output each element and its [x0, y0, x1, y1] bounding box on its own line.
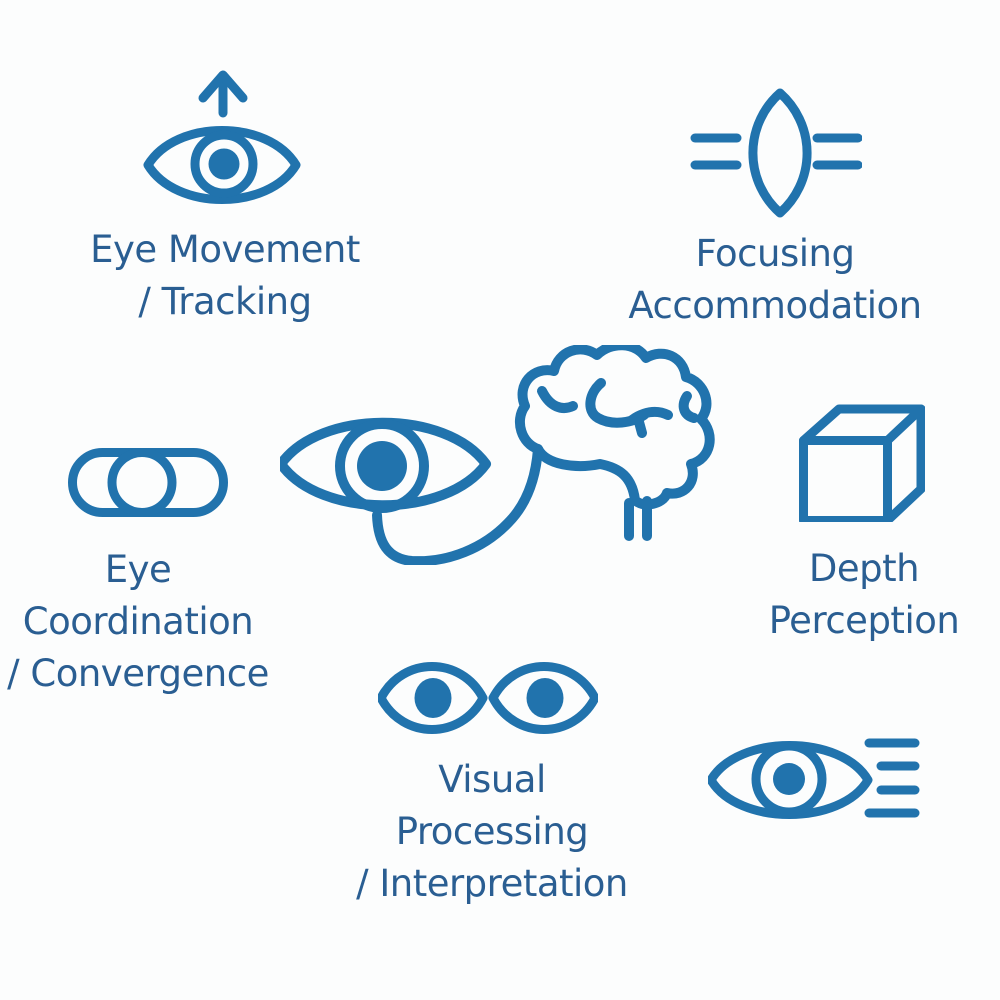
- visual-processing-line-1: Visual: [438, 758, 546, 801]
- eye-movement-node: [142, 64, 302, 210]
- optic-nerve: [372, 444, 543, 565]
- eye-movement-line-2: / Tracking: [138, 280, 312, 323]
- cube-front-face: [799, 436, 892, 522]
- left-eye-outline: [378, 662, 488, 734]
- eye-connected-to-brain-icon: [280, 345, 715, 565]
- center-iris: [335, 419, 429, 513]
- depth-perception-line-1: Depth: [808, 547, 920, 590]
- cube-icon: [799, 404, 925, 522]
- eye-with-up-arrow-icon: [143, 70, 301, 204]
- visual-processing-line-2: Processing: [395, 810, 589, 853]
- speed-eye-iris: [751, 741, 827, 817]
- eye-coordination-line-2: Coordination: [22, 600, 254, 643]
- focusing-line-1: Focusing: [695, 232, 855, 275]
- center-pupil: [357, 441, 407, 491]
- visual-processing-label: Visual Processing / Interpretation: [322, 754, 662, 910]
- depth-perception-node: [799, 404, 925, 522]
- focusing-line-2: Accommodation: [628, 284, 922, 327]
- brain-outline: [515, 345, 715, 510]
- visual-processing-line-3: / Interpretation: [356, 862, 628, 905]
- eye-with-speed-lines-icon: [708, 738, 920, 819]
- left-eye-pupil: [414, 678, 452, 718]
- center-eye-outline: [280, 417, 491, 511]
- eye-outline: [143, 126, 301, 204]
- eye-movement-label: Eye Movement / Tracking: [45, 224, 405, 328]
- eye-pair-icon: [378, 662, 598, 734]
- brain-fold-tick: [634, 417, 647, 438]
- speed-eye-pupil: [773, 763, 805, 795]
- capsule-outline: [68, 448, 228, 517]
- right-eye-pupil: [526, 678, 564, 718]
- speed-eye-outline: [708, 741, 873, 819]
- eye-coordination-line-1: Eye: [104, 548, 172, 591]
- eye-coordination-label: Eye Coordination / Convergence: [0, 544, 276, 700]
- inner-circle: [107, 448, 177, 517]
- cube-right-face: [883, 404, 925, 522]
- cube-top-face: [799, 404, 925, 445]
- visual-speed-node: [708, 735, 923, 825]
- right-eye-outline: [488, 662, 598, 734]
- iris: [190, 130, 258, 198]
- lens-shape: [748, 88, 812, 218]
- brain-fold-right: [678, 391, 699, 423]
- eye-movement-line-1: Eye Movement: [90, 228, 360, 271]
- pupil: [208, 148, 240, 180]
- brain-fold-left: [537, 386, 578, 413]
- focusing-node: [690, 86, 862, 218]
- eye-coordination-node: [68, 448, 228, 517]
- arrow-head: [198, 70, 248, 103]
- depth-perception-line-2: Perception: [768, 599, 960, 642]
- lens-accommodation-icon: [690, 88, 862, 218]
- brain-fold-branch: [627, 406, 673, 425]
- visual-processing-node: [378, 658, 598, 738]
- eye-coordination-line-3: / Convergence: [7, 652, 269, 695]
- overlapping-eye-capsule-icon: [68, 448, 228, 517]
- center-node: [280, 345, 720, 565]
- depth-perception-label: Depth Perception: [728, 543, 1000, 647]
- focusing-label: Focusing Accommodation: [595, 228, 955, 332]
